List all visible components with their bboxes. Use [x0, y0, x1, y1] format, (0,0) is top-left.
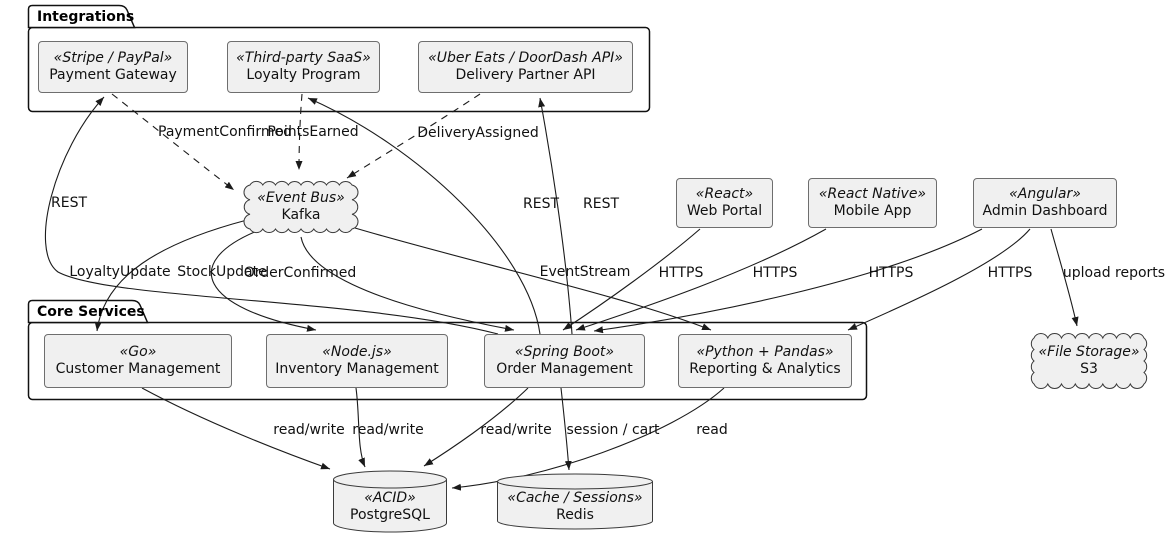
edge-label-payment-confirmed: PaymentConfirmed	[158, 124, 292, 140]
edge-label-points-earned: PointsEarned	[267, 124, 359, 140]
edge-label-stock-update: StockUpdate	[177, 264, 267, 280]
edge-payment-to-kafka	[111, 93, 235, 191]
core-package-tab	[27, 299, 149, 324]
edge-label-rest-payment: REST	[50, 195, 88, 211]
edge-inventory-to-postgres	[355, 387, 366, 468]
payment-gateway-stereotype: «Stripe / PayPal»	[53, 50, 173, 66]
node-customer-management: «Go» Customer Management	[44, 334, 232, 388]
core-package-title: Core Services	[37, 304, 145, 320]
web-portal-stereotype: «React»	[695, 186, 754, 202]
admin-dashboard-name: Admin Dashboard	[982, 203, 1108, 219]
reporting-analytics-stereotype: «Python + Pandas»	[696, 344, 834, 360]
reporting-analytics-name: Reporting & Analytics	[689, 361, 841, 377]
edge-label-rw-inventory: read/write	[352, 422, 424, 438]
edge-label-session-cart: session / cart	[566, 422, 660, 438]
node-payment-gateway: «Stripe / PayPal» Payment Gateway	[38, 41, 188, 93]
node-event-bus-kafka: «Event Bus» Kafka	[242, 177, 360, 237]
edge-label-rw-customer: read/write	[273, 422, 345, 438]
order-management-stereotype: «Spring Boot»	[514, 344, 615, 360]
edge-label-https-admin: HTTPS	[868, 265, 914, 281]
inventory-management-name: Inventory Management	[275, 361, 439, 377]
database-cylinder-shape	[497, 473, 653, 530]
loyalty-program-name: Loyalty Program	[246, 67, 361, 83]
edge-admin-to-reporting	[847, 228, 1031, 331]
node-mobile-app: «React Native» Mobile App	[808, 178, 937, 228]
delivery-partner-api-name: Delivery Partner API	[455, 67, 596, 83]
node-postgresql-db: «ACID» PostgreSQL	[333, 470, 447, 533]
edge-label-loyalty-update: LoyaltyUpdate	[69, 264, 171, 280]
node-redis-db: «Cache / Sessions» Redis	[497, 473, 653, 530]
edge-kafka-to-reporting	[354, 227, 712, 331]
edge-order-to-postgres	[423, 387, 529, 467]
integrations-package-tab	[27, 4, 136, 29]
edge-label-rest-delivery: REST	[582, 196, 620, 212]
mobile-app-name: Mobile App	[833, 203, 912, 219]
node-reporting-analytics: «Python + Pandas» Reporting & Analytics	[678, 334, 852, 388]
node-delivery-partner-api: «Uber Eats / DoorDash API» Delivery Part…	[418, 41, 633, 93]
edge-label-order-confirmed: OrderConfirmed	[243, 265, 357, 281]
node-loyalty-program: «Third-party SaaS» Loyalty Program	[227, 41, 380, 93]
edge-order-to-redis	[560, 387, 572, 471]
edge-order-to-payment	[44, 96, 499, 335]
mobile-app-stereotype: «React Native»	[818, 186, 927, 202]
web-portal-name: Web Portal	[686, 203, 763, 219]
loyalty-program-stereotype: «Third-party SaaS»	[236, 50, 371, 66]
edge-admin-to-order	[593, 228, 983, 334]
edge-loyalty-to-kafka	[295, 93, 303, 171]
edge-label-event-stream: EventStream	[539, 264, 631, 280]
postgresql-stereotype: «ACID»	[364, 489, 416, 506]
inventory-management-stereotype: «Node.js»	[322, 344, 392, 360]
edge-label-read-reporting: read	[696, 422, 728, 438]
event-bus-name: Kafka	[281, 207, 321, 223]
cloud-shape	[1030, 332, 1148, 390]
edge-order-to-loyalty	[307, 97, 541, 335]
edge-label-https-mobile: HTTPS	[752, 265, 798, 281]
admin-dashboard-stereotype: «Angular»	[1009, 186, 1081, 202]
edge-label-rw-order: read/write	[480, 422, 552, 438]
edge-mobileapp-to-order	[575, 228, 827, 331]
edge-kafka-to-inventory	[211, 230, 317, 332]
event-bus-stereotype: «Event Bus»	[257, 190, 345, 206]
delivery-partner-api-stereotype: «Uber Eats / DoorDash API»	[428, 50, 623, 66]
payment-gateway-name: Payment Gateway	[49, 67, 177, 83]
edge-kafka-to-order	[300, 236, 515, 332]
file-storage-stereotype: «File Storage»	[1038, 344, 1140, 360]
database-cylinder-shape	[333, 470, 447, 533]
edge-reporting-to-postgres	[451, 387, 725, 491]
customer-management-name: Customer Management	[55, 361, 221, 377]
edge-kafka-to-customer	[94, 219, 248, 332]
postgresql-name: PostgreSQL	[350, 506, 430, 523]
order-management-name: Order Management	[496, 361, 633, 377]
edge-order-to-delivery	[538, 97, 573, 335]
node-admin-dashboard: «Angular» Admin Dashboard	[973, 178, 1117, 228]
edge-admin-to-s3	[1050, 228, 1079, 327]
edge-label-https-web: HTTPS	[658, 265, 704, 281]
redis-stereotype: «Cache / Sessions»	[507, 489, 643, 506]
edge-customer-to-postgres	[141, 387, 331, 470]
file-storage-name: S3	[1080, 361, 1098, 377]
edge-delivery-to-kafka	[346, 93, 481, 179]
node-file-storage-s3: «File Storage» S3	[1026, 330, 1152, 392]
customer-management-stereotype: «Go»	[119, 344, 157, 360]
edge-label-https-reporting: HTTPS	[987, 265, 1033, 281]
edge-label-delivery-assigned: DeliveryAssigned	[417, 125, 539, 141]
edge-label-rest-loyalty: REST	[522, 196, 560, 212]
node-inventory-management: «Node.js» Inventory Management	[266, 334, 448, 388]
cloud-shape	[243, 180, 359, 234]
node-web-portal: «React» Web Portal	[676, 178, 773, 228]
node-order-management: «Spring Boot» Order Management	[484, 334, 645, 388]
redis-name: Redis	[556, 506, 594, 523]
integrations-package-title: Integrations	[37, 9, 135, 25]
edge-label-upload-reports: upload reports	[1062, 265, 1166, 281]
edge-webportal-to-order	[562, 228, 701, 331]
